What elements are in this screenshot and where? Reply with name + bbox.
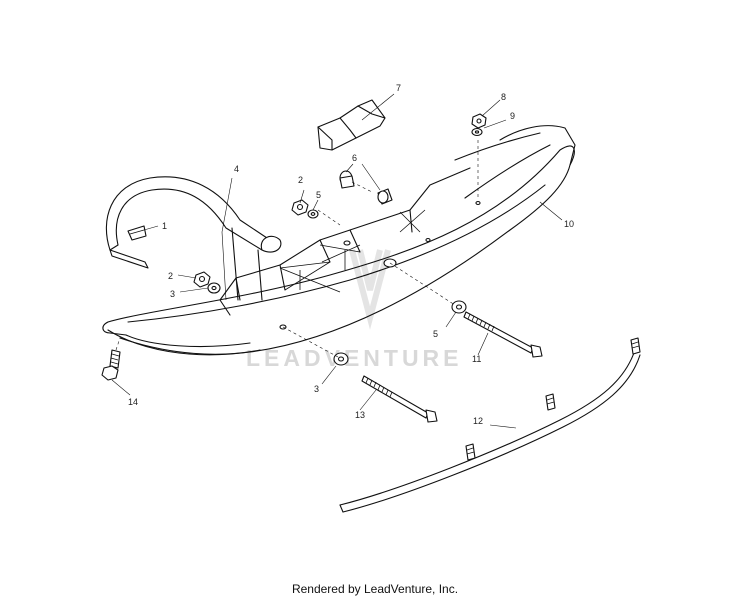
part-8-nut	[471, 113, 487, 129]
part-5-washer-right	[451, 300, 467, 314]
alignment-lines	[115, 140, 479, 358]
footer-credit: Rendered by LeadVenture, Inc.	[291, 582, 459, 596]
part-9-washer	[471, 127, 483, 137]
callout-2-right: 2	[298, 175, 303, 185]
callout-11: 11	[472, 354, 481, 364]
part-6-bushing-left	[339, 170, 355, 189]
callout-7: 7	[396, 83, 401, 93]
part-13-bolt	[361, 375, 438, 423]
callout-4: 4	[234, 164, 239, 174]
part-14-bolt	[101, 349, 121, 381]
part-11-bolt	[463, 311, 543, 358]
part-5-washer-top	[307, 209, 319, 219]
part-2-nut-left	[193, 271, 211, 288]
callout-2-left: 2	[168, 271, 173, 281]
part-2-nut-right	[291, 199, 309, 216]
callout-9: 9	[510, 111, 515, 121]
callout-leaders	[111, 93, 563, 429]
part-3-washer-bottom	[333, 352, 349, 366]
part-7-wear-pad	[317, 99, 386, 151]
watermark-text: LEADVENTURE	[246, 345, 463, 371]
callout-14: 14	[128, 397, 138, 407]
part-12-wear-bar	[339, 337, 641, 513]
callout-5-top: 5	[316, 190, 321, 200]
part-1-clip	[127, 225, 147, 241]
ski-handle	[105, 176, 282, 301]
callout-3-left: 3	[170, 289, 175, 299]
callout-13: 13	[355, 410, 365, 420]
callout-12: 12	[473, 416, 483, 426]
callout-3-bottom: 3	[314, 384, 319, 394]
callout-8: 8	[501, 92, 506, 102]
part-6-bushing-right	[377, 188, 393, 205]
callout-labels: 1 2 2 3 3 4 5 5 6 7 8 9 10 11 12 13 14	[128, 83, 574, 426]
callout-6: 6	[352, 153, 357, 163]
part-3-washer-left	[207, 282, 221, 294]
ski-body	[102, 125, 576, 356]
callout-10: 10	[564, 219, 574, 229]
watermark: LEADVENTURE	[246, 249, 463, 371]
callout-1: 1	[162, 221, 167, 231]
callout-5-right: 5	[433, 329, 438, 339]
